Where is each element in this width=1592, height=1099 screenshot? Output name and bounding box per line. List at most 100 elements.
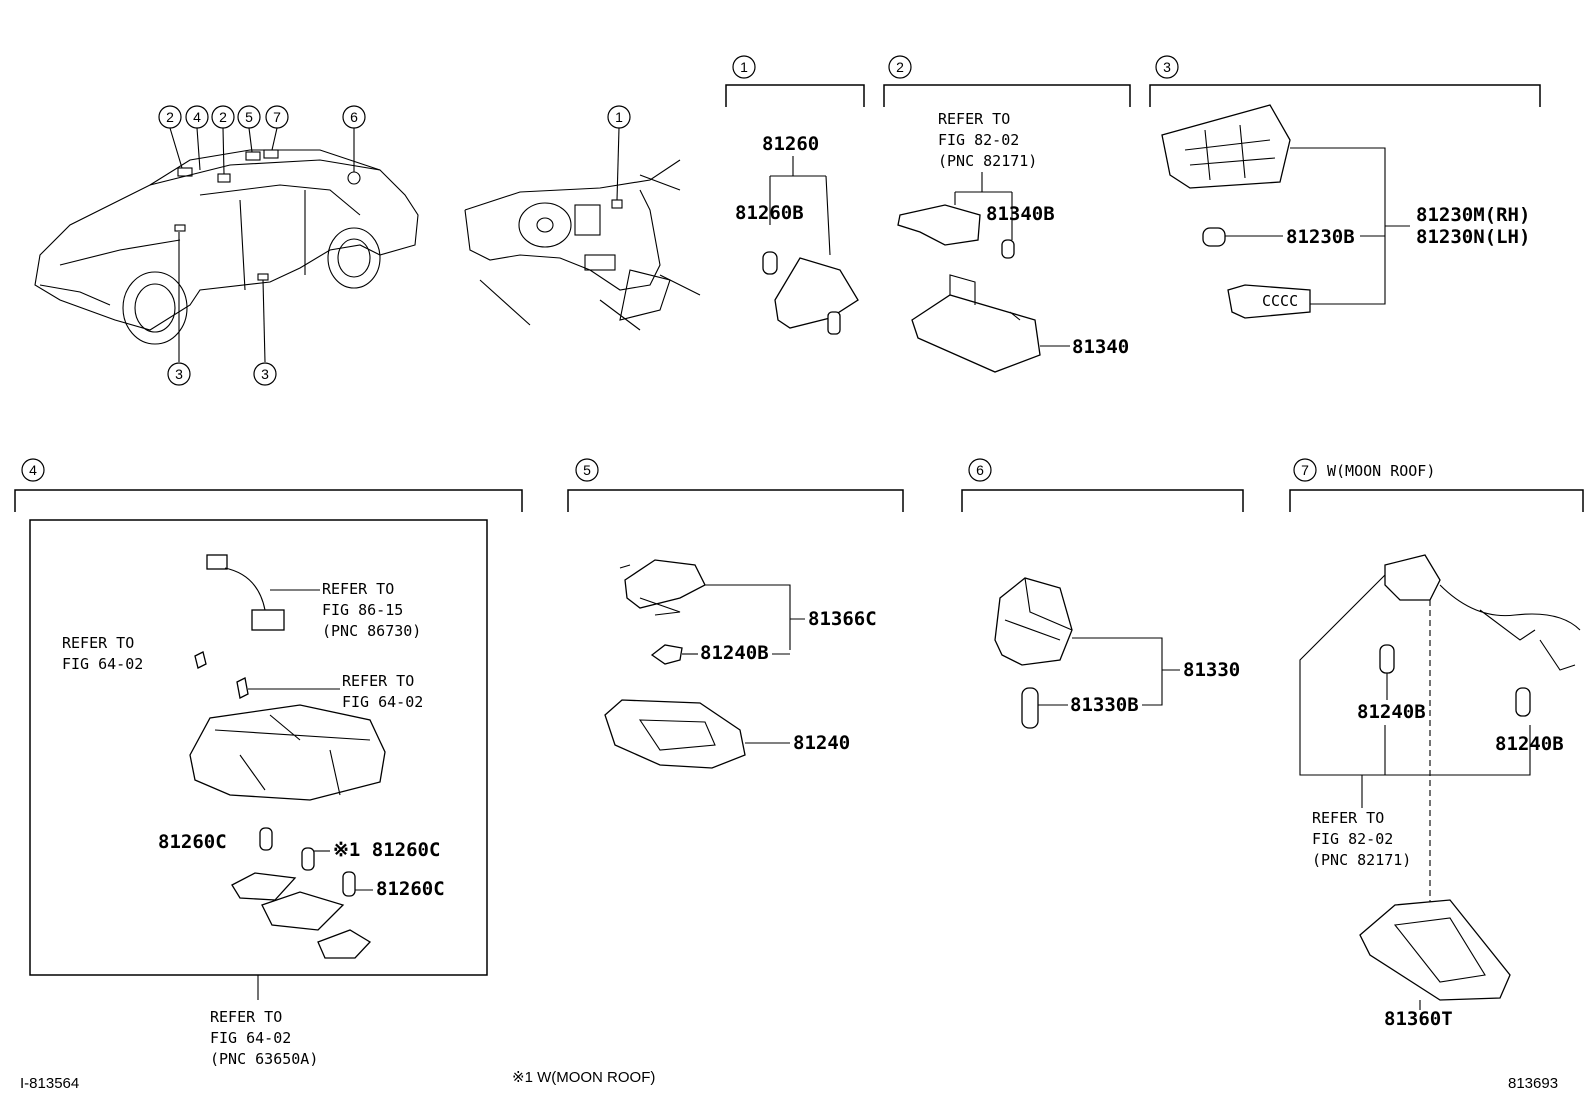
car-overview xyxy=(34,149,419,345)
ref2-line1: REFER TO xyxy=(938,110,1010,128)
label-81260B: 81260B xyxy=(735,202,804,224)
svg-text:CCCC: CCCC xyxy=(1262,292,1298,310)
label-81330: 81330 xyxy=(1183,659,1240,681)
svg-text:6: 6 xyxy=(976,462,984,478)
svg-text:3: 3 xyxy=(261,366,269,382)
svg-text:2: 2 xyxy=(896,59,904,75)
section-5: 5 81366C 81240B 81240 xyxy=(567,458,904,769)
section-7-marker: 7 xyxy=(1293,458,1317,482)
footer-note: ※1 W(MOON ROOF) xyxy=(512,1069,655,1086)
section-6-marker: 6 xyxy=(968,458,992,482)
car-callout-3b: 3 xyxy=(253,362,277,386)
label-81260C-c: 81260C xyxy=(376,878,445,900)
car-callout-6: 6 xyxy=(342,105,366,129)
dash-callout-1: 1 xyxy=(607,105,631,129)
label-81340: 81340 xyxy=(1072,336,1129,358)
ref4b-line2: FIG 64-02 xyxy=(62,655,143,673)
socket-81366C xyxy=(624,559,706,609)
ref2-line3: (PNC 82171) xyxy=(938,152,1037,170)
label-81260C-a: 81260C xyxy=(158,831,227,853)
svg-text:2: 2 xyxy=(166,109,174,125)
car-callout-4: 4 xyxy=(185,105,209,129)
lamp-81340 xyxy=(911,294,1041,373)
svg-text:6: 6 xyxy=(350,109,358,125)
bulb-81260B xyxy=(762,251,778,275)
bulb-81240B-5 xyxy=(650,644,683,665)
socket-82171 xyxy=(897,204,981,246)
section-3-marker: 3 xyxy=(1155,55,1179,79)
clip-b xyxy=(236,677,249,699)
label-81260: 81260 xyxy=(762,133,819,155)
socket-82171-7 xyxy=(1384,554,1441,601)
ref4c-line2: FIG 64-02 xyxy=(342,693,423,711)
lens-a xyxy=(231,872,297,901)
lens-81240 xyxy=(604,699,746,769)
car-callout-2a: 2 xyxy=(158,105,182,129)
section-5-marker: 5 xyxy=(575,458,599,482)
ref4a-line1: REFER TO xyxy=(322,580,394,598)
ref7-line3: (PNC 82171) xyxy=(1312,851,1411,869)
dashboard-overview xyxy=(464,127,701,331)
ref4b-line1: REFER TO xyxy=(62,634,134,652)
ref7-line2: FIG 82-02 xyxy=(1312,830,1393,848)
section-1: 1 81260 81260B xyxy=(725,55,865,335)
ref4a-line2: FIG 86-15 xyxy=(322,601,403,619)
car-callout-lines xyxy=(169,127,355,363)
ref4d-line1: REFER TO xyxy=(210,1008,282,1026)
section-1-marker: 1 xyxy=(732,55,756,79)
lamp-81360T xyxy=(1359,899,1511,1001)
svg-text:1: 1 xyxy=(615,109,623,125)
bulb-81260C-b xyxy=(301,847,315,871)
section-6: 6 81330 81330B xyxy=(961,458,1244,729)
car-callout-5: 5 xyxy=(237,105,261,129)
bulb-81230B xyxy=(1202,227,1226,247)
ref4a-line3: (PNC 86730) xyxy=(322,622,421,640)
ref4c-line1: REFER TO xyxy=(342,672,414,690)
section-3: 3 81230B 81230M(RH) 81230N(LH) CCCC xyxy=(1149,55,1541,319)
section-4-marker: 4 xyxy=(21,458,45,482)
harness-plug xyxy=(251,609,285,631)
label-81340B: 81340B xyxy=(986,203,1055,225)
svg-text:4: 4 xyxy=(193,109,201,125)
bulb-81240B-7b xyxy=(1515,687,1531,717)
section-2-marker: 2 xyxy=(888,55,912,79)
label-81240B-7a: 81240B xyxy=(1357,701,1426,723)
car-callout-7: 7 xyxy=(265,105,289,129)
label-81260C-b: ※1 81260C xyxy=(333,839,440,861)
lamp-81330 xyxy=(994,577,1073,666)
label-81366C: 81366C xyxy=(808,608,877,630)
car-callout-3a: 3 xyxy=(167,362,191,386)
svg-text:3: 3 xyxy=(175,366,183,382)
section-7: 7 W(MOON ROOF) 81240B 81240B REFER TO FI… xyxy=(1289,458,1584,1030)
label-81360T: 81360T xyxy=(1384,1008,1453,1030)
ref4d-line3: (PNC 63650A) xyxy=(210,1050,318,1068)
section-7-note: W(MOON ROOF) xyxy=(1327,462,1435,480)
label-81230B: 81230B xyxy=(1286,226,1355,248)
bulb-81240B-7a xyxy=(1379,644,1395,674)
svg-text:7: 7 xyxy=(1301,462,1309,478)
ref4d-line2: FIG 64-02 xyxy=(210,1029,291,1047)
lens-81230 xyxy=(1227,284,1311,319)
bulb-81260C-c xyxy=(342,871,356,897)
label-81330B: 81330B xyxy=(1070,694,1139,716)
label-81240B-5: 81240B xyxy=(700,642,769,664)
map-lamp-housing xyxy=(189,704,386,801)
car-callout-2b: 2 xyxy=(211,105,235,129)
label-81230M: 81230M(RH) xyxy=(1416,204,1530,226)
label-81230N: 81230N(LH) xyxy=(1416,226,1530,248)
svg-text:3: 3 xyxy=(1163,59,1171,75)
section-4: 4 REFER TO FIG 86-15 (PNC 86730) REFER T… xyxy=(14,458,523,1068)
bulb-81330B xyxy=(1021,687,1039,729)
clip-a xyxy=(194,651,207,669)
svg-text:5: 5 xyxy=(245,109,253,125)
ref2-line2: FIG 82-02 xyxy=(938,131,1019,149)
ref7-line1: REFER TO xyxy=(1312,809,1384,827)
lens-c xyxy=(317,929,372,959)
label-81240B-7b: 81240B xyxy=(1495,733,1564,755)
lamp-81230 xyxy=(1161,104,1291,189)
svg-text:1: 1 xyxy=(740,59,748,75)
lens-b xyxy=(261,891,345,931)
bulb-81340B xyxy=(1001,239,1015,259)
harness-connector xyxy=(206,554,228,570)
svg-text:4: 4 xyxy=(29,462,37,478)
